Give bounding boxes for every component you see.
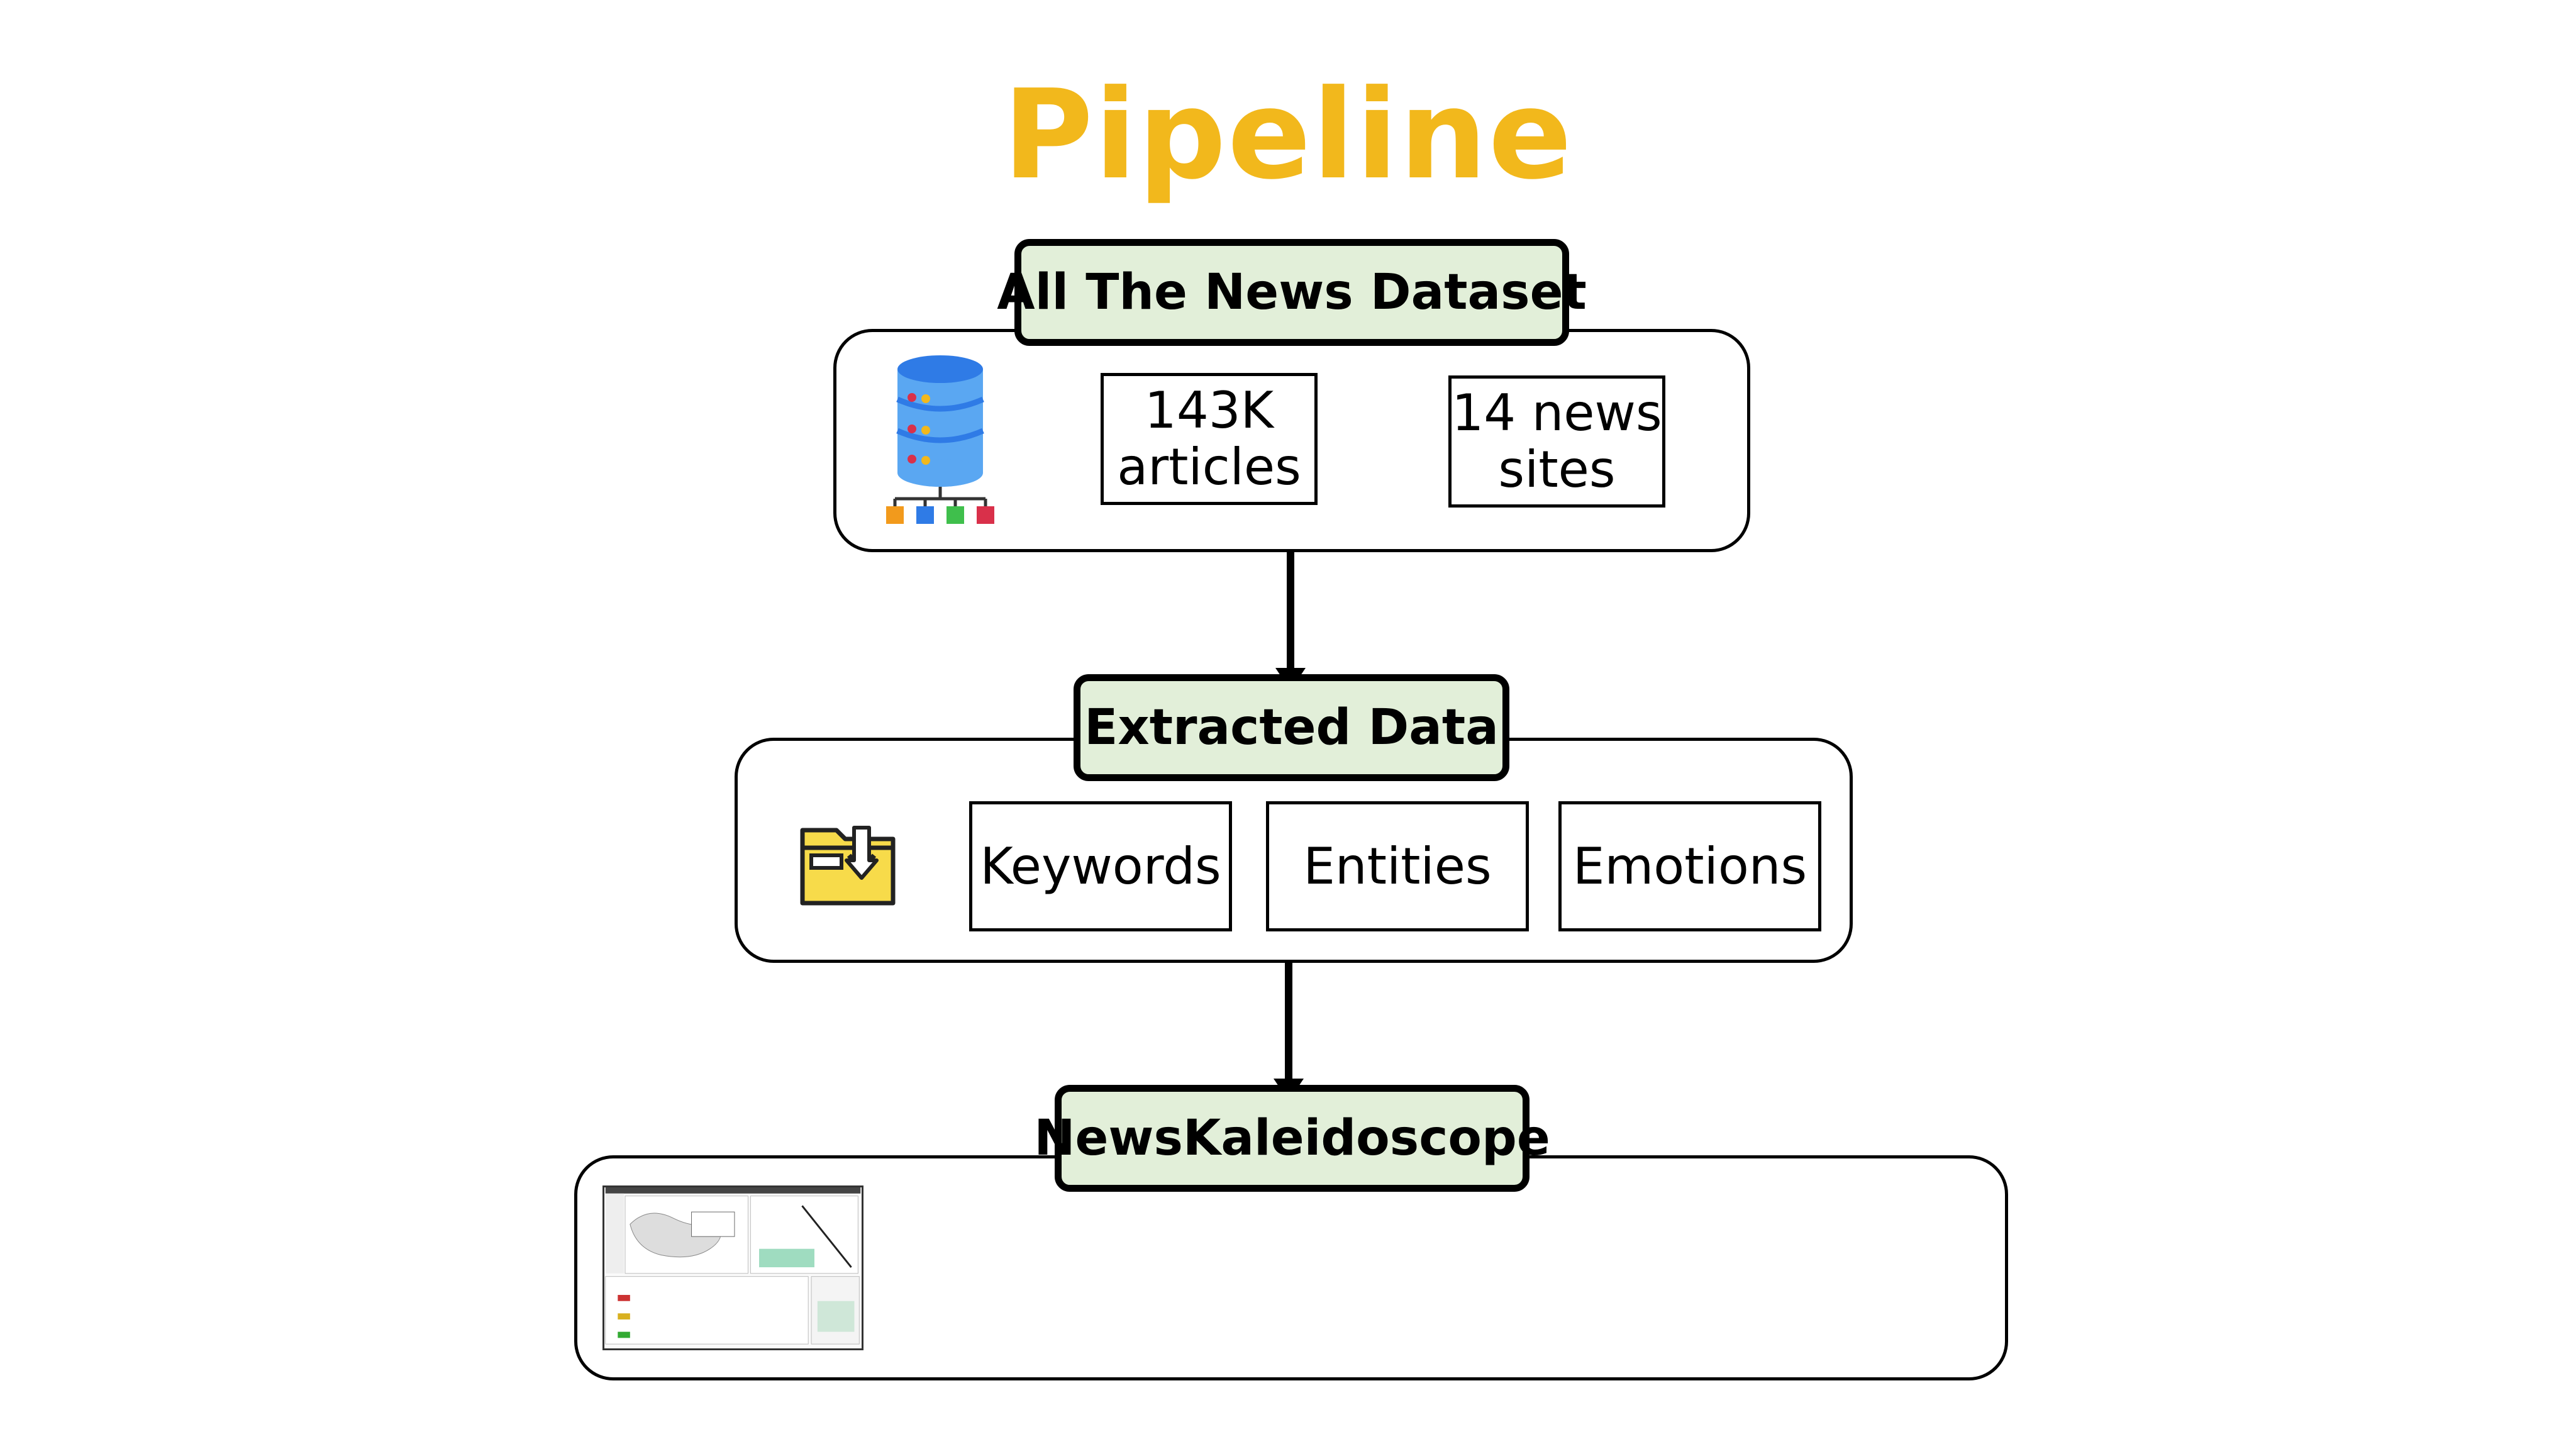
news-sites-count-box: 14 news sites bbox=[1448, 375, 1665, 508]
emotions-box: Emotions bbox=[1558, 801, 1821, 931]
arrow-1-line bbox=[1287, 552, 1294, 672]
database-icon bbox=[886, 355, 994, 524]
folder-download-icon bbox=[800, 826, 896, 906]
stage-label-dataset: All The News Dataset bbox=[997, 239, 1587, 346]
articles-count-box: 143K articles bbox=[1101, 373, 1318, 505]
stage-label-newskaleidoscope: NewsKaleidoscope bbox=[1034, 1085, 1550, 1192]
entities-box: Entities bbox=[1266, 801, 1529, 931]
keywords-box: Keywords bbox=[969, 801, 1232, 931]
app-screenshot-thumbnail bbox=[602, 1185, 863, 1350]
page-title: Pipeline bbox=[1002, 64, 1574, 207]
stage-label-extracted-data: Extracted Data bbox=[1074, 674, 1509, 781]
arrow-2-line bbox=[1285, 963, 1292, 1082]
